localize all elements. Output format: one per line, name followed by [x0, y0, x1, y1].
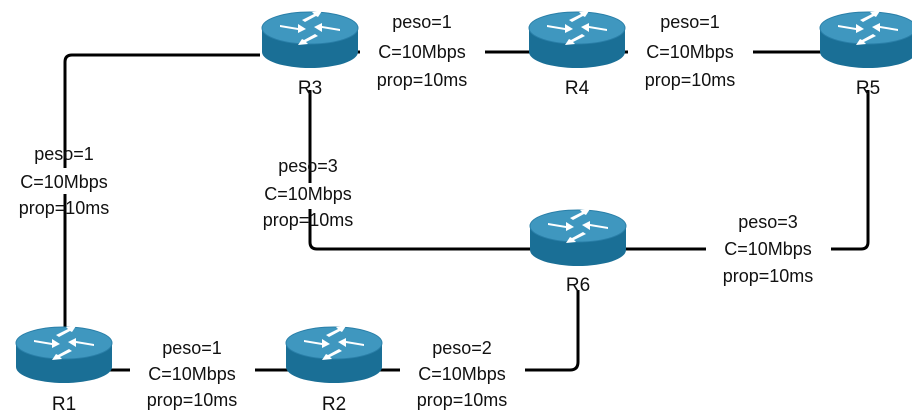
- prop-text: prop=10ms: [645, 70, 736, 90]
- capacity-text: C=10Mbps: [264, 184, 352, 204]
- prop-text: prop=10ms: [263, 210, 354, 230]
- router-r4: [528, 10, 626, 69]
- peso-text: peso=1: [162, 338, 222, 358]
- link-label-r4-r5: peso=1 C=10Mbps prop=10ms: [645, 12, 736, 90]
- prop-text: prop=10ms: [723, 266, 814, 286]
- peso-text: peso=3: [738, 212, 798, 232]
- link-label-r3-r4: peso=1 C=10Mbps prop=10ms: [377, 12, 468, 90]
- router-label-r1: R1: [52, 394, 76, 414]
- router-r1: [15, 325, 113, 384]
- capacity-text: C=10Mbps: [724, 239, 812, 259]
- link-label-r2-r6: peso=2 C=10Mbps prop=10ms: [417, 338, 508, 410]
- router-r2: [285, 325, 383, 384]
- router-label-r2: R2: [322, 394, 346, 414]
- capacity-text: C=10Mbps: [378, 42, 466, 62]
- router-label-r4: R4: [565, 78, 590, 99]
- link-label-r1-r3: peso=1 C=10Mbps prop=10ms: [19, 144, 110, 218]
- link-r5-r6: [622, 90, 870, 251]
- capacity-text: C=10Mbps: [646, 42, 734, 62]
- prop-text: prop=10ms: [377, 70, 468, 90]
- peso-text: peso=3: [278, 156, 338, 176]
- router-label-r5: R5: [856, 78, 880, 99]
- link-r1-r3: [63, 53, 260, 345]
- router-r5: [819, 10, 912, 69]
- peso-text: peso=2: [432, 338, 492, 358]
- router-label-r3: R3: [298, 78, 322, 99]
- router-label-r6: R6: [566, 275, 590, 296]
- router-r6: [529, 208, 627, 267]
- link-label-r1-r2: peso=1 C=10Mbps prop=10ms: [147, 338, 238, 410]
- prop-text: prop=10ms: [417, 390, 508, 410]
- link-r2-r6: [378, 290, 580, 372]
- link-r3-r6: [308, 90, 530, 251]
- peso-text: peso=1: [660, 12, 720, 32]
- capacity-text: C=10Mbps: [418, 364, 506, 384]
- capacity-text: C=10Mbps: [148, 364, 236, 384]
- prop-text: prop=10ms: [147, 390, 238, 410]
- link-label-r3-r6: peso=3 C=10Mbps prop=10ms: [263, 156, 354, 230]
- link-label-r5-r6: peso=3 C=10Mbps prop=10ms: [723, 212, 814, 286]
- peso-text: peso=1: [34, 144, 94, 164]
- router-r3: [261, 10, 359, 69]
- peso-text: peso=1: [392, 12, 452, 32]
- prop-text: prop=10ms: [19, 198, 110, 218]
- capacity-text: C=10Mbps: [20, 172, 108, 192]
